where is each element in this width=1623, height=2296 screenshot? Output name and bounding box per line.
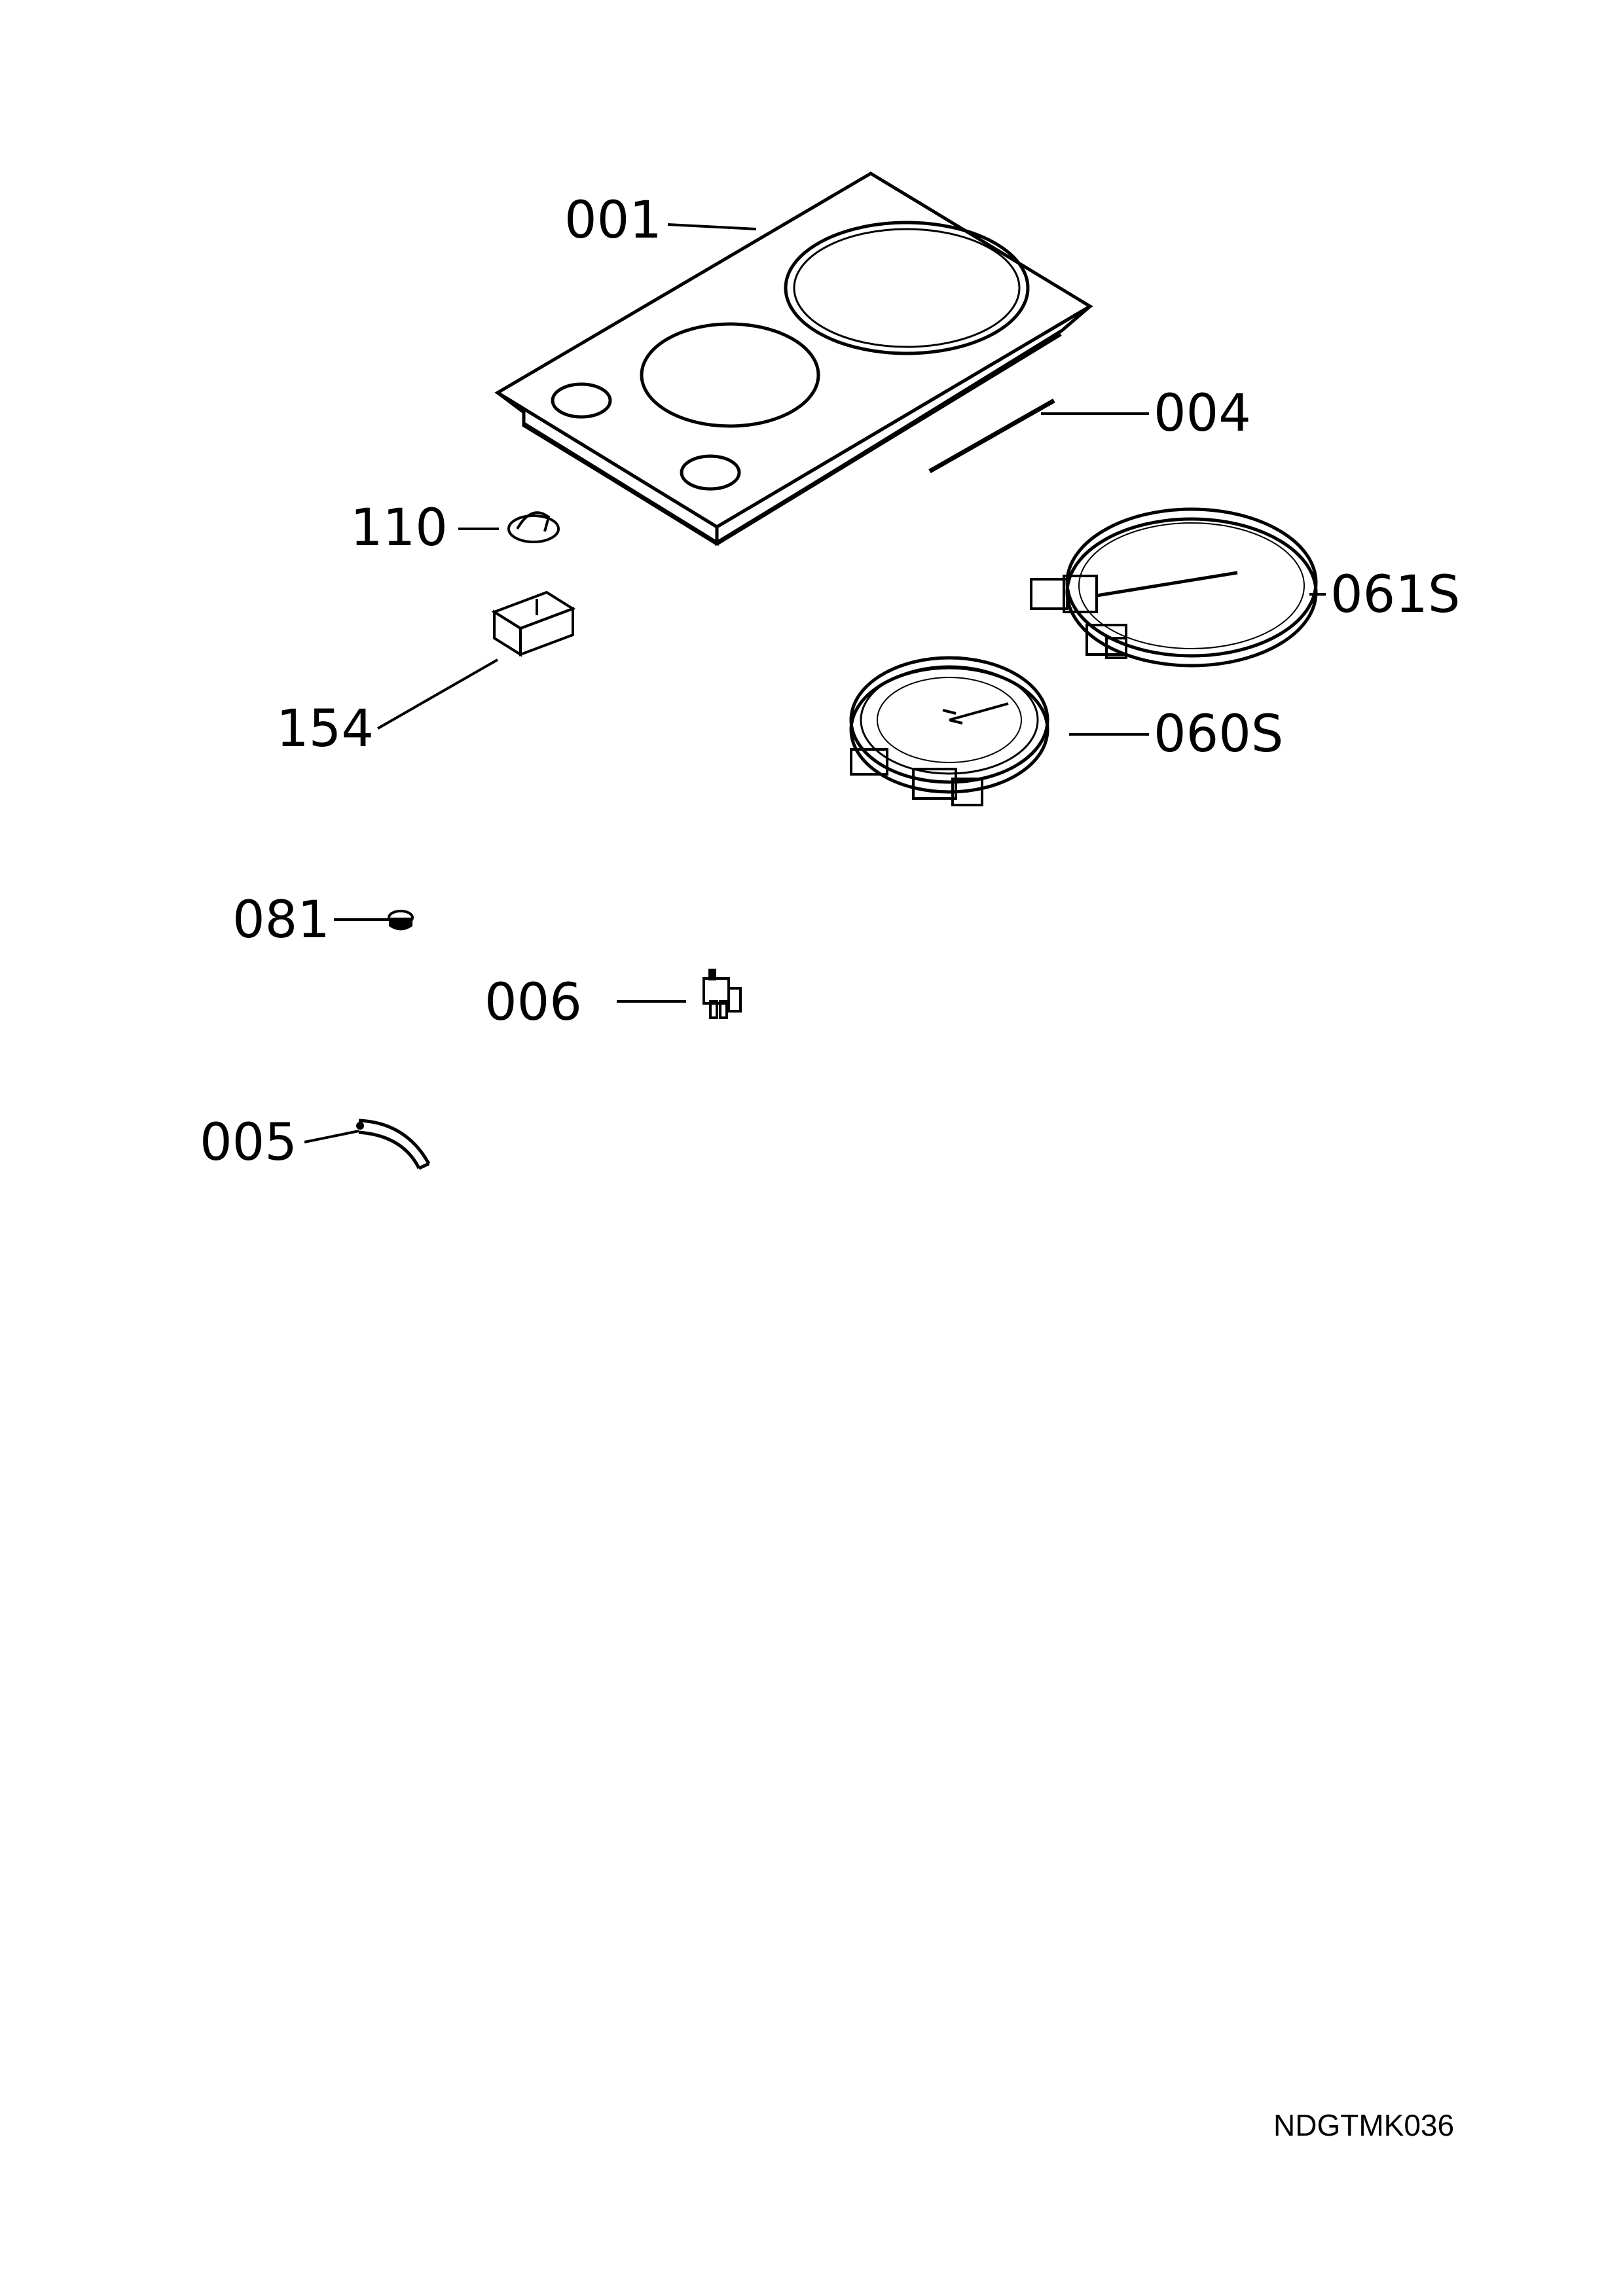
hob-top-part bbox=[494, 171, 1093, 547]
callout-060s: 060S bbox=[1154, 705, 1283, 764]
callout-005: 005 bbox=[200, 1113, 297, 1172]
callout-061s: 061S bbox=[1330, 565, 1460, 624]
callout-004: 004 bbox=[1154, 384, 1251, 443]
terminal-block-part bbox=[702, 969, 742, 1019]
callout-110: 110 bbox=[350, 499, 448, 558]
rubber-foot-part bbox=[388, 910, 414, 931]
large-heating-element-part bbox=[1030, 507, 1318, 668]
callout-081: 081 bbox=[232, 891, 330, 950]
cable-clamp-part bbox=[356, 1119, 431, 1170]
callout-154: 154 bbox=[276, 700, 374, 759]
knob-housing-part bbox=[491, 590, 576, 657]
leader-lines bbox=[304, 223, 1326, 1143]
trim-strip-part bbox=[928, 398, 1055, 474]
callout-001: 001 bbox=[564, 191, 662, 250]
control-knob-part bbox=[507, 511, 560, 543]
callout-006: 006 bbox=[484, 973, 582, 1032]
document-code: NDGTMK036 bbox=[1273, 2108, 1455, 2142]
small-heating-element-part bbox=[849, 656, 1049, 806]
